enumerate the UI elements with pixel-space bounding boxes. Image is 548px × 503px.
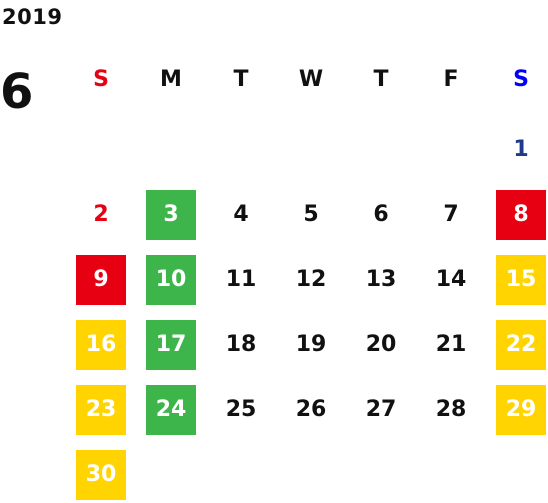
- day-cell-17[interactable]: 17: [146, 320, 196, 370]
- day-cell-22[interactable]: 22: [496, 320, 546, 370]
- day-cell-25[interactable]: 25: [225, 397, 257, 422]
- day-cell-19[interactable]: 19: [295, 332, 327, 357]
- day-cell-8[interactable]: 8: [496, 190, 546, 240]
- weekday-wednesday: W: [298, 67, 324, 92]
- day-cell-26[interactable]: 26: [295, 397, 327, 422]
- year-label: 2019: [2, 5, 63, 29]
- day-cell-27[interactable]: 27: [365, 397, 397, 422]
- day-cell-1[interactable]: 1: [513, 137, 529, 162]
- day-cell-2[interactable]: 2: [93, 202, 109, 227]
- day-cell-6[interactable]: 6: [373, 202, 389, 227]
- day-cell-3[interactable]: 3: [146, 190, 196, 240]
- day-cell-5[interactable]: 5: [303, 202, 319, 227]
- day-cell-24[interactable]: 24: [146, 385, 196, 435]
- day-cell-20[interactable]: 20: [365, 332, 397, 357]
- day-cell-23[interactable]: 23: [76, 385, 126, 435]
- day-cell-28[interactable]: 28: [435, 397, 467, 422]
- month-label: 6: [0, 64, 34, 120]
- day-cell-9[interactable]: 9: [76, 255, 126, 305]
- weekday-saturday: S: [513, 67, 529, 92]
- day-cell-4[interactable]: 4: [233, 202, 249, 227]
- weekday-monday: M: [160, 67, 182, 92]
- weekday-friday: F: [443, 67, 459, 92]
- day-cell-12[interactable]: 12: [295, 267, 327, 292]
- day-cell-11[interactable]: 11: [225, 267, 257, 292]
- day-cell-14[interactable]: 14: [435, 267, 467, 292]
- day-cell-30[interactable]: 30: [76, 450, 126, 500]
- day-cell-18[interactable]: 18: [225, 332, 257, 357]
- day-cell-21[interactable]: 21: [435, 332, 467, 357]
- day-cell-13[interactable]: 13: [365, 267, 397, 292]
- day-cell-29[interactable]: 29: [496, 385, 546, 435]
- weekday-thursday: T: [373, 67, 389, 92]
- day-cell-16[interactable]: 16: [76, 320, 126, 370]
- weekday-tuesday: T: [233, 67, 249, 92]
- weekday-sunday: S: [93, 67, 109, 92]
- day-cell-7[interactable]: 7: [443, 202, 459, 227]
- day-cell-15[interactable]: 15: [496, 255, 546, 305]
- day-cell-10[interactable]: 10: [146, 255, 196, 305]
